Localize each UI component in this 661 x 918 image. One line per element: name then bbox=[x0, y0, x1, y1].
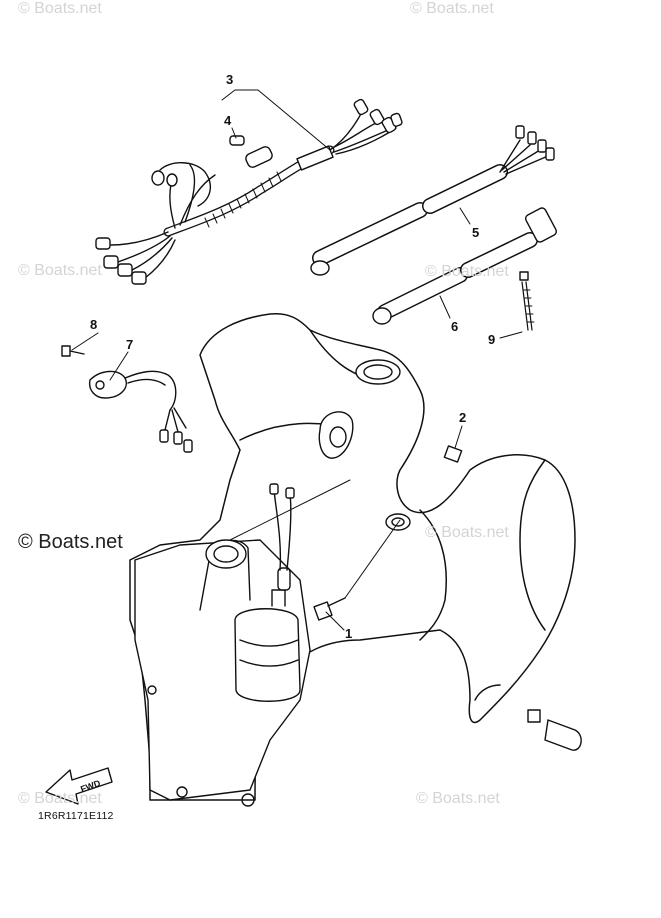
sleeve-part-4[interactable] bbox=[229, 135, 245, 146]
callout-9: 9 bbox=[488, 332, 496, 347]
forward-arrow bbox=[45, 767, 113, 805]
top-boss bbox=[355, 359, 401, 385]
callout-8: 8 bbox=[90, 317, 98, 332]
cable-tie-part-9[interactable] bbox=[519, 271, 535, 331]
mid-boss bbox=[318, 411, 354, 459]
motor-leads bbox=[269, 483, 295, 571]
callout-3: 3 bbox=[226, 72, 234, 87]
screw-part-8[interactable] bbox=[61, 345, 85, 357]
watermark-main: © Boats.net bbox=[18, 531, 123, 553]
watermark-faint-mid-left: © Boats.net bbox=[18, 262, 102, 279]
switch-part-7[interactable] bbox=[88, 370, 193, 453]
callout-2: 2 bbox=[459, 410, 467, 425]
bolt-part-1[interactable] bbox=[313, 597, 346, 621]
watermark-faint-top-right: © Boats.net bbox=[410, 0, 494, 17]
cable-part-5[interactable] bbox=[310, 125, 555, 276]
watermark-faint-bottom-right: © Boats.net bbox=[416, 790, 500, 807]
leader-lines bbox=[71, 89, 523, 631]
watermark-faint-mid-right: © Boats.net bbox=[425, 263, 509, 280]
watermark-faint-top-left: © Boats.net bbox=[18, 0, 102, 17]
watermark-faint-bottom-left: © Boats.net bbox=[18, 790, 102, 807]
callout-1: 1 bbox=[345, 626, 353, 641]
wiring-harness[interactable] bbox=[95, 98, 403, 285]
callout-7: 7 bbox=[126, 337, 134, 352]
part-code: 1R6R1171E112 bbox=[38, 810, 114, 822]
callout-6: 6 bbox=[451, 319, 459, 334]
bolt-right[interactable] bbox=[527, 709, 582, 751]
watermark-faint-right: © Boats.net bbox=[425, 524, 509, 541]
nut-part-2[interactable] bbox=[443, 445, 463, 463]
callout-5: 5 bbox=[472, 225, 480, 240]
power-trim-unit bbox=[134, 539, 311, 807]
cable-part-6[interactable] bbox=[372, 207, 558, 325]
callout-4: 4 bbox=[224, 113, 232, 128]
